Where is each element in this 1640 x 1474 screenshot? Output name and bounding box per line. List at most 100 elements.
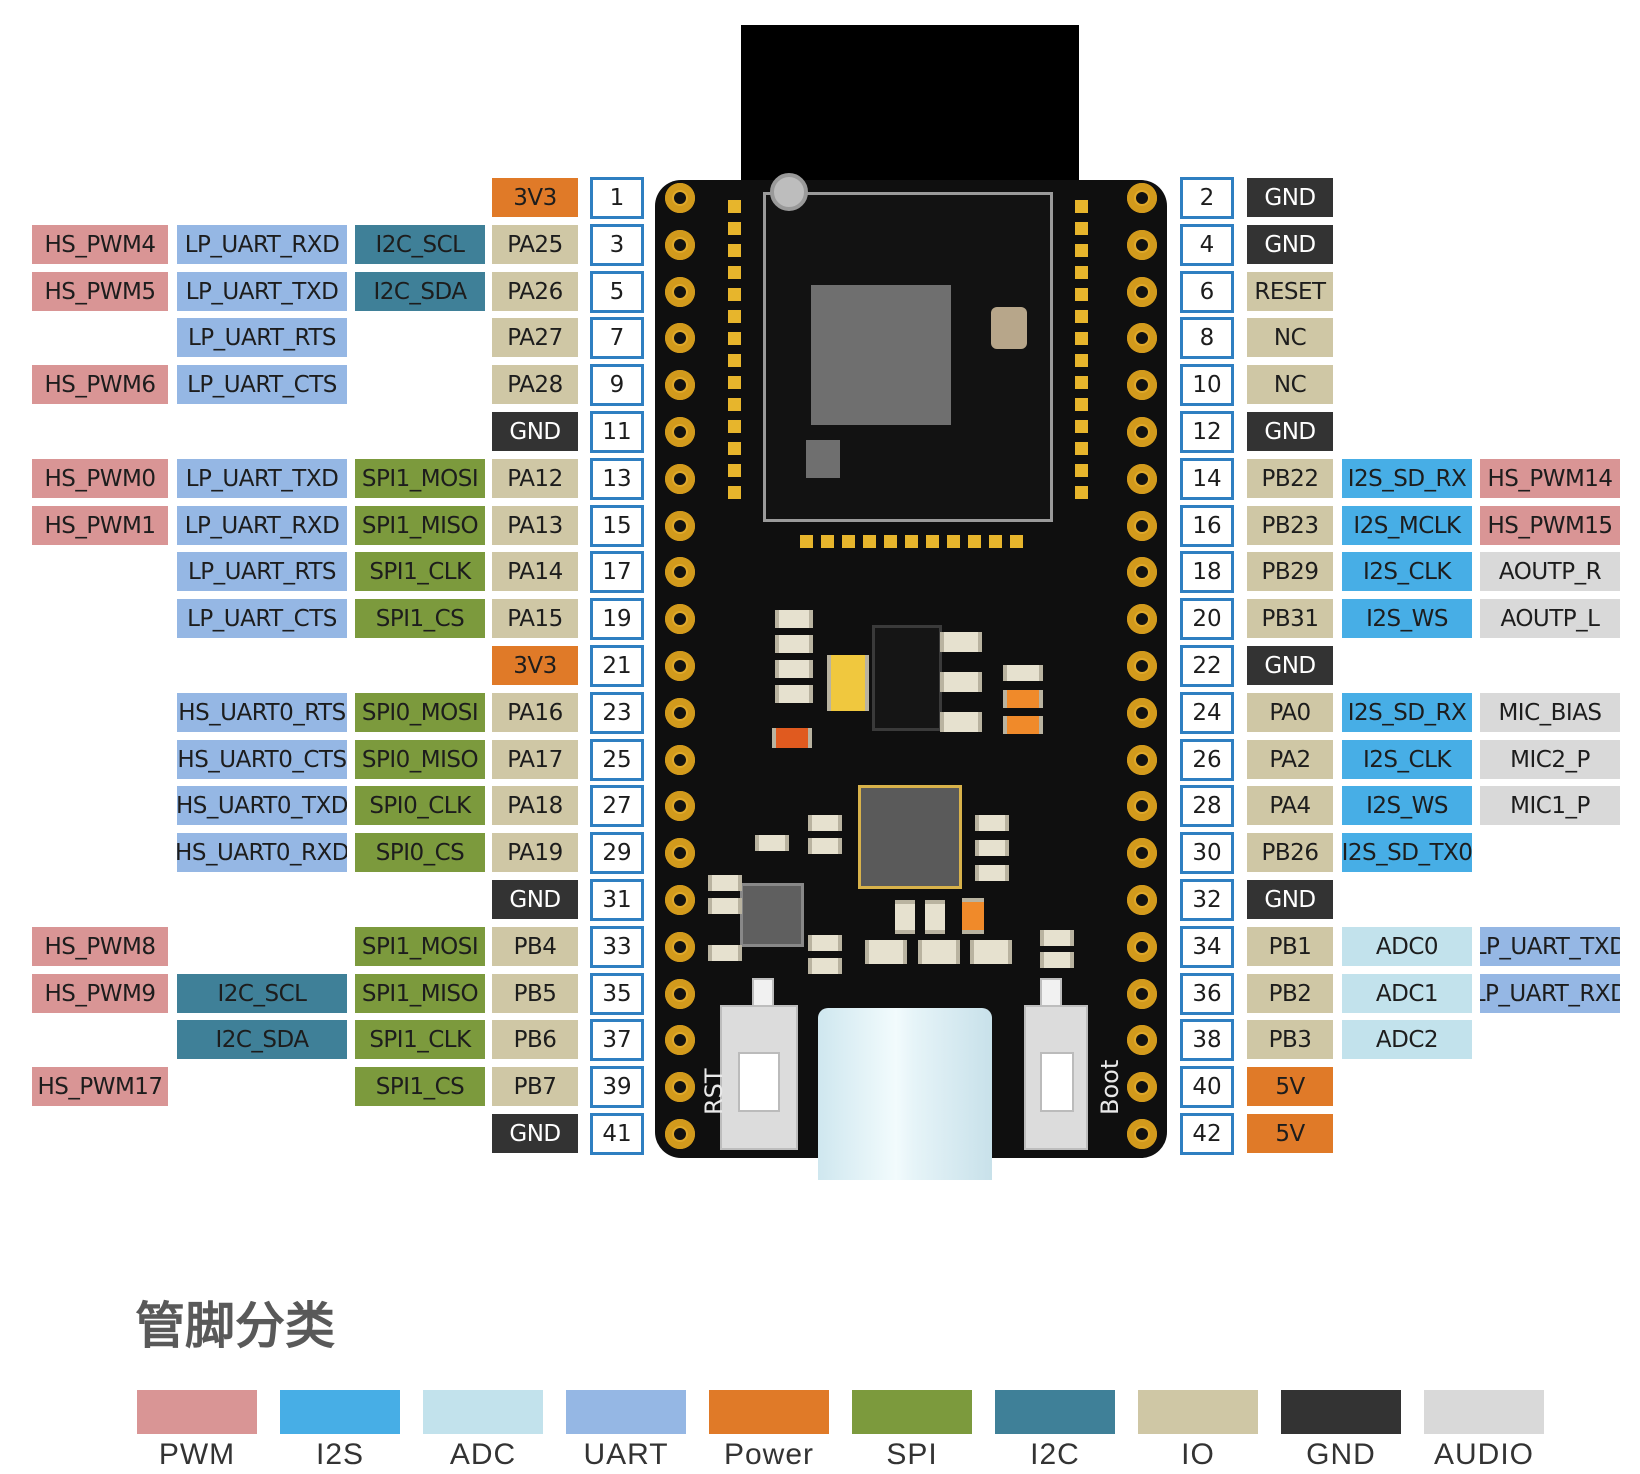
left-pin-io-3v3: 3V3 [492, 646, 578, 685]
right-header-pad [1127, 979, 1157, 1009]
legend-label-power: Power [723, 1438, 815, 1471]
left-pin-number: 41 [590, 1113, 644, 1155]
right-pin-number: 36 [1180, 973, 1234, 1015]
right-pin-func-i2s-clk: I2S_CLK [1342, 552, 1472, 591]
left-pin-func-spi1-mosi: SPI1_MOSI [355, 459, 485, 498]
right-pin-func-adc1: ADC1 [1342, 974, 1472, 1013]
resistor [1003, 690, 1043, 708]
left-header-pad [665, 932, 695, 962]
left-header-pad [665, 323, 695, 353]
usb-uart-chip [858, 785, 962, 889]
left-pin-func-lp-uart-rts: LP_UART_RTS [177, 552, 347, 591]
right-pin-io-pb31: PB31 [1247, 599, 1333, 638]
left-pin-number: 3 [590, 224, 644, 266]
legend-swatch-pwm [137, 1390, 257, 1434]
right-pin-number: 8 [1180, 317, 1234, 359]
left-pin-func-spi1-mosi: SPI1_MOSI [355, 927, 485, 966]
right-pin-io-gnd: GND [1247, 646, 1333, 685]
ipex-connector [770, 173, 808, 211]
left-pin-func-spi1-cs: SPI1_CS [355, 599, 485, 638]
resistor [755, 835, 789, 851]
module-side-pin [1075, 244, 1088, 257]
right-pin-func-i2s-sd-tx0: I2S_SD_TX0 [1342, 833, 1472, 872]
legend-label-spi: SPI [886, 1438, 938, 1471]
module-side-pin [1075, 266, 1088, 279]
capacitor [962, 898, 984, 934]
legend-swatch-power [709, 1390, 829, 1434]
right-pin-number: 22 [1180, 645, 1234, 687]
module-bottom-pin [905, 535, 918, 548]
legend-label-i2s: I2S [315, 1438, 365, 1471]
right-pin-io-gnd: GND [1247, 225, 1333, 264]
right-pin-io-pa2: PA2 [1247, 740, 1333, 779]
left-pin-number: 13 [590, 458, 644, 500]
right-pin-number: 38 [1180, 1019, 1234, 1061]
legend-swatch-gnd [1281, 1390, 1401, 1434]
left-pin-func-spi1-clk: SPI1_CLK [355, 1020, 485, 1059]
legend-swatch-io [1138, 1390, 1258, 1434]
right-pin-func-mic-bias: MIC_BIAS [1480, 693, 1620, 732]
left-pin-number: 9 [590, 364, 644, 406]
right-pin-number: 42 [1180, 1113, 1234, 1155]
legend-title: 管脚分类 [135, 1297, 335, 1355]
left-pin-io-pa28: PA28 [492, 365, 578, 404]
legend-swatch-i2c [995, 1390, 1115, 1434]
boot-silkscreen: Boot [1096, 1059, 1124, 1115]
right-pin-func-hs-pwm15: HS_PWM15 [1480, 506, 1620, 545]
left-pin-io-pa17: PA17 [492, 740, 578, 779]
soc-chip [811, 285, 951, 425]
right-header-pad [1127, 370, 1157, 400]
module-bottom-pin [947, 535, 960, 548]
module-bottom-pin [842, 535, 855, 548]
left-pin-func-hs-pwm4: HS_PWM4 [32, 225, 168, 264]
left-pin-io-pa12: PA12 [492, 459, 578, 498]
right-pin-number: 10 [1180, 364, 1234, 406]
right-header-pad [1127, 745, 1157, 775]
right-pin-number: 30 [1180, 832, 1234, 874]
left-pin-io-pa16: PA16 [492, 693, 578, 732]
module-side-pin [728, 288, 741, 301]
left-pin-func-i2c-scl: I2C_SCL [355, 225, 485, 264]
right-pin-number: 16 [1180, 505, 1234, 547]
legend-label-i2c: I2C [1030, 1438, 1080, 1471]
usb-c-connector [818, 1008, 992, 1180]
module-side-pin [728, 420, 741, 433]
legend-swatch-i2s [280, 1390, 400, 1434]
left-pin-func-lp-uart-rts: LP_UART_RTS [177, 318, 347, 357]
module-side-pin [728, 398, 741, 411]
inductor [740, 883, 804, 947]
resistor [975, 865, 1009, 881]
left-pin-func-hs-uart0-cts: HS_UART0_CTS [177, 740, 347, 779]
left-pin-func-spi0-clk: SPI0_CLK [355, 786, 485, 825]
right-pin-io-pb2: PB2 [1247, 974, 1333, 1013]
right-pin-io-gnd: GND [1247, 178, 1333, 217]
left-pin-func-spi1-cs: SPI1_CS [355, 1067, 485, 1106]
resistor [940, 712, 982, 732]
module-side-pin [728, 464, 741, 477]
right-header-pad [1127, 417, 1157, 447]
legend-swatch-spi [852, 1390, 972, 1434]
left-pin-func-hs-pwm9: HS_PWM9 [32, 974, 168, 1013]
left-pin-func-spi1-clk: SPI1_CLK [355, 552, 485, 591]
right-pin-func-i2s-clk: I2S_CLK [1342, 740, 1472, 779]
left-pin-func-lp-uart-cts: LP_UART_CTS [177, 599, 347, 638]
left-pin-io-pa19: PA19 [492, 833, 578, 872]
resistor [808, 958, 842, 974]
resistor [775, 610, 813, 628]
module-side-pin [728, 200, 741, 213]
left-pin-number: 21 [590, 645, 644, 687]
left-pin-func-hs-pwm5: HS_PWM5 [32, 272, 168, 311]
module-side-pin [1075, 332, 1088, 345]
right-pin-number: 20 [1180, 598, 1234, 640]
left-header-pad [665, 230, 695, 260]
left-pin-number: 5 [590, 271, 644, 313]
resistor [708, 875, 742, 891]
left-pin-number: 29 [590, 832, 644, 874]
right-pin-number: 34 [1180, 926, 1234, 968]
left-pin-func-hs-uart0-txd: HS_UART0_TXD [177, 786, 347, 825]
left-header-pad [665, 604, 695, 634]
left-pin-io-3v3: 3V3 [492, 178, 578, 217]
legend-swatch-uart [566, 1390, 686, 1434]
left-pin-number: 23 [590, 692, 644, 734]
resistor [808, 815, 842, 831]
